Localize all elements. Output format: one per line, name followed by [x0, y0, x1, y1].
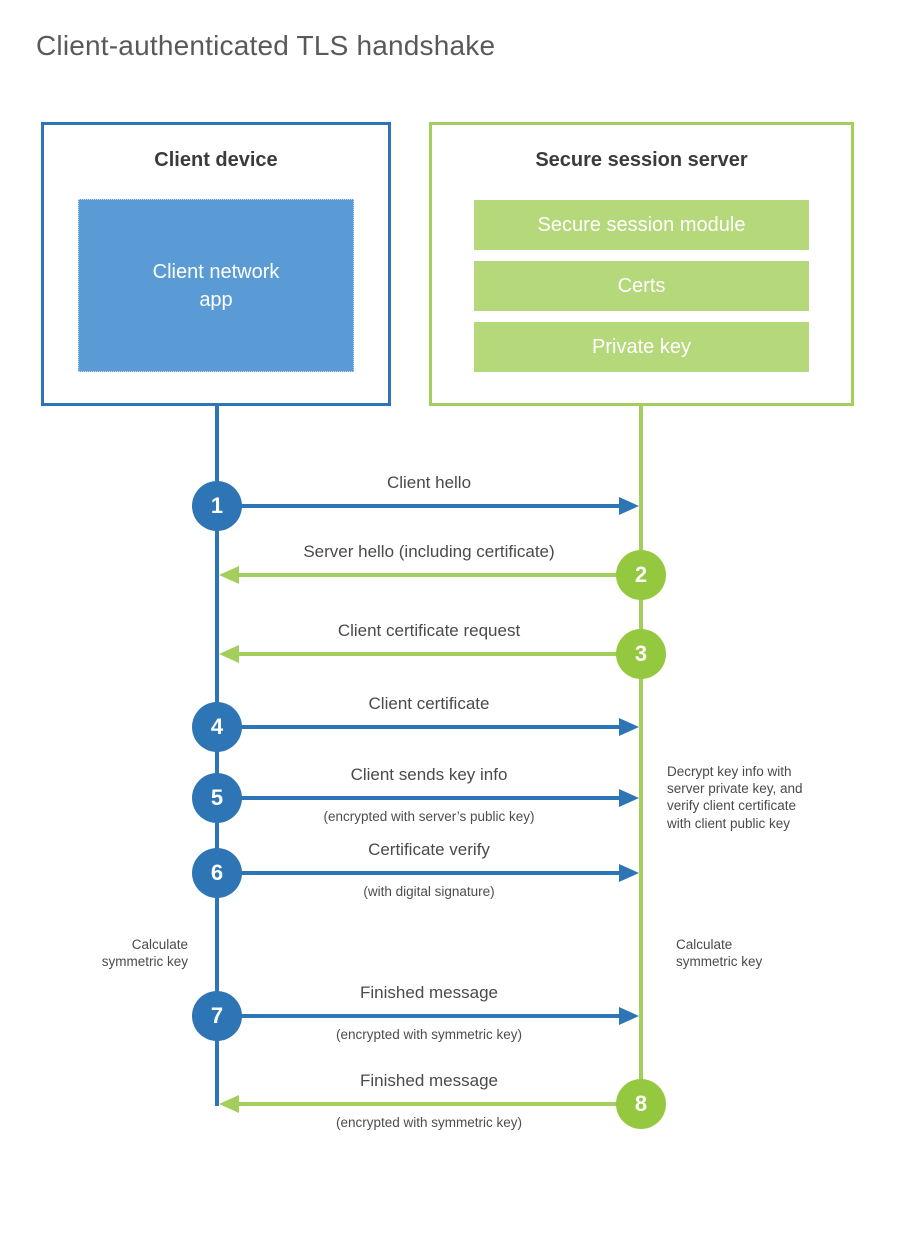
message-arrow-line [217, 871, 621, 875]
server-module-bar: Secure session module [474, 200, 809, 250]
server-private-key-bar: Private key [474, 322, 809, 372]
decrypt-note: Decrypt key info with server private key… [667, 764, 803, 831]
page-title: Client-authenticated TLS handshake [36, 30, 496, 61]
message-arrow-line [237, 652, 641, 656]
arrow-head-icon [219, 1095, 239, 1113]
calculate-symmetric-key-note-client: Calculate symmetric key [101, 937, 188, 970]
message-label: Client hello [386, 473, 472, 492]
arrow-head-icon [619, 1007, 639, 1025]
message-arrow-line [237, 1102, 641, 1106]
client-lifeline [215, 406, 219, 1106]
secure-session-server-title: Secure session server [535, 149, 748, 171]
message-arrow-line [237, 573, 641, 577]
server-certs-bar: Certs [474, 261, 809, 311]
message-arrow-line [217, 796, 621, 800]
secure-session-server-box: Secure session server Secure session mod… [429, 122, 854, 406]
message-sublabel: (encrypted with symmetric key) [335, 1115, 523, 1130]
calculate-symmetric-key-note-server: Calculate symmetric key [676, 937, 763, 970]
message-label: Client sends key info [350, 765, 508, 784]
step-number-badge: 2 [616, 550, 666, 600]
message-label: Client certificate request [337, 621, 521, 640]
message-arrow-line [217, 725, 621, 729]
server-lifeline [639, 406, 643, 1104]
arrow-head-icon [219, 645, 239, 663]
arrow-head-icon [619, 789, 639, 807]
step-number-badge: 3 [616, 629, 666, 679]
message-sublabel: (with digital signature) [363, 884, 495, 899]
step-number-badge: 5 [192, 773, 242, 823]
message-label: Finished message [360, 1071, 498, 1090]
arrow-head-icon [619, 864, 639, 882]
step-number-badge: 1 [192, 481, 242, 531]
message-sublabel: (encrypted with server’s public key) [323, 809, 535, 824]
message-label: Client certificate [368, 694, 490, 713]
message-sublabel: (encrypted with symmetric key) [335, 1027, 523, 1042]
arrow-head-icon [219, 566, 239, 584]
message-label: Finished message [360, 983, 498, 1002]
arrow-head-icon [619, 497, 639, 515]
message-label: Server hello (including certificate) [303, 542, 555, 561]
message-arrow-line [217, 1014, 621, 1018]
arrow-head-icon [619, 718, 639, 736]
client-device-title: Client device [154, 149, 278, 171]
client-device-box: Client device Client network app [41, 122, 391, 406]
step-number-badge: 4 [192, 702, 242, 752]
step-number-badge: 7 [192, 991, 242, 1041]
client-network-app-box: Client network app [78, 199, 354, 372]
step-number-badge: 6 [192, 848, 242, 898]
step-number-badge: 8 [616, 1079, 666, 1129]
message-label: Certificate verify [368, 840, 490, 859]
message-arrow-line [217, 504, 621, 508]
